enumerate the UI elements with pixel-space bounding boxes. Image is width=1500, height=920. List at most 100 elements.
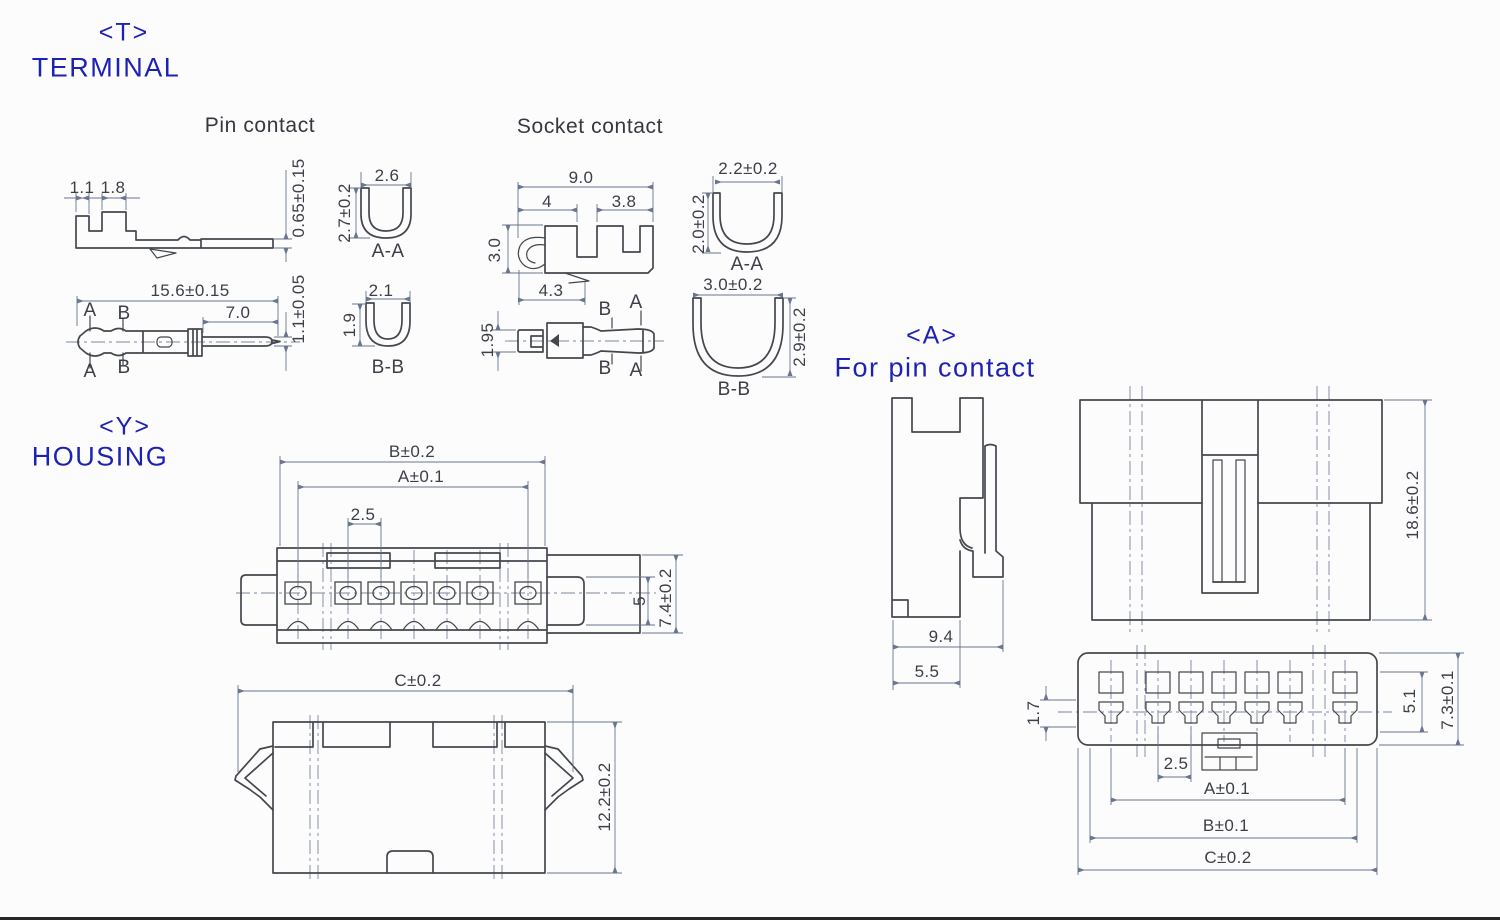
pin-housing-rear-bar: [1235, 459, 1246, 583]
socket-contact-sections: [692, 176, 796, 378]
sheet-bottom-edge: [0, 917, 1500, 920]
section-letter-a: A: [83, 361, 97, 382]
dim-socket-overall: 9.0: [568, 168, 594, 187]
housing-section-tag: <Y>: [99, 412, 151, 441]
housing-section-title: HOUSING: [31, 441, 169, 472]
dim-pin-overall-length: 15.6±0.15: [150, 281, 230, 300]
dim-socket-bottom: 4.3: [538, 281, 564, 300]
pin-housing-rear-slot: [1201, 399, 1259, 594]
dim-front-edge-offset: 1.7: [1024, 700, 1043, 726]
dim-socket-front: 4: [542, 192, 552, 211]
pin-housing-front-latch: [1201, 732, 1258, 771]
dim-front-pitch: 2.5: [1163, 754, 1189, 773]
dim-pin-blade-thickness: 0.65±0.15: [289, 158, 308, 238]
housing-bottom-ext: [237, 685, 622, 874]
pin-housing-rear-ext: [1372, 399, 1432, 621]
dim-socket-bb-width: 3.0±0.2: [703, 275, 763, 294]
pin-housing-front-top-cavities: [1098, 671, 1358, 694]
housing-bottom-left-latch: [234, 745, 274, 811]
dim-pin-bb-height: 1.9: [340, 312, 359, 338]
section-letter-a: A: [83, 300, 97, 321]
socket-contact-title: Socket contact: [516, 115, 664, 138]
terminal-section-tag: <T>: [98, 18, 150, 47]
dim-housing-inner-height: 5: [630, 596, 649, 606]
pin-top-ext-lines: [76, 296, 292, 347]
pin-housing-side-ext: [892, 580, 1004, 690]
section-letter-b: B: [598, 358, 612, 379]
pin-housing-rear-bar: [1212, 459, 1223, 583]
socket-section-aa-ext: [702, 176, 783, 254]
section-letter-b: B: [117, 303, 131, 324]
dim-socket-bb-height: 2.9±0.2: [790, 307, 809, 367]
dim-housing-b: B±0.2: [388, 442, 436, 461]
pin-housing-front-breaks: [1136, 645, 1326, 757]
dim-housing-c: C±0.2: [394, 671, 442, 690]
dim-front-c: C±0.2: [1204, 848, 1252, 867]
section-letter-b: B: [117, 357, 131, 378]
housing-bottom-view: [234, 685, 622, 880]
pin-side-ext-lines: [64, 193, 292, 249]
dim-socket-aa-height: 2.0±0.2: [689, 194, 708, 254]
dim-pin-width: 1.1±0.05: [289, 274, 308, 344]
socket-contact-side-view: [502, 182, 654, 305]
pin-housing-rear-outline: [1079, 399, 1383, 621]
section-label-bb: B-B: [717, 379, 751, 400]
housing-top-bumps: [286, 620, 540, 631]
dim-pin-tab1: 1.1: [69, 178, 95, 197]
terminal-section-title: TERMINAL: [31, 52, 181, 83]
pin-contact-side-view: [64, 170, 292, 262]
dim-socket-aa-width: 2.2±0.2: [718, 159, 778, 178]
housing-top-centerline: [236, 550, 656, 640]
pin-housing-section-tag: <A>: [906, 321, 958, 350]
section-letter-b: B: [598, 299, 612, 320]
pin-contact-sections: [348, 172, 412, 347]
dim-pin-length: 7.0: [225, 303, 251, 322]
socket-top-arrow-mark: [550, 334, 559, 347]
pin-section-bb-shape: [365, 302, 411, 347]
pin-housing-side-outline: [891, 397, 984, 618]
socket-top-ext: [491, 329, 516, 353]
socket-contact-top-view: [491, 310, 664, 372]
pin-housing-front-view: [1040, 645, 1464, 875]
dim-pin-aa-width: 2.6: [374, 166, 400, 185]
pin-side-lance: [149, 248, 177, 259]
dim-socket-height: 3.0: [485, 237, 504, 263]
dim-housing-pitch: 2.5: [350, 505, 376, 524]
pin-housing-section-title: For pin contact: [834, 352, 1036, 383]
dim-socket-tip-width: 1.95: [478, 322, 497, 358]
dim-pin-aa-height: 2.7±0.2: [335, 183, 354, 243]
dim-housing-outer-height: 7.4±0.2: [656, 568, 675, 628]
pin-side-profile: [75, 211, 274, 249]
housing-bottom-break-lines: [309, 715, 503, 880]
housing-top-break-lines: [322, 543, 509, 650]
dim-front-height: 7.3±0.1: [1438, 670, 1457, 730]
dim-front-cavity-span: 5.1: [1400, 688, 1419, 714]
housing-top-ext: [279, 456, 683, 634]
dim-pin-housing-height: 18.6±0.2: [1403, 470, 1422, 540]
dim-front-a: A±0.1: [1203, 779, 1251, 798]
pin-top-body: [77, 327, 281, 357]
section-letter-a: A: [629, 292, 643, 313]
pin-top-section-marks: [89, 315, 124, 369]
dim-housing-a: A±0.1: [397, 467, 445, 486]
socket-side-spring: [517, 236, 546, 270]
dim-housing-height: 12.2±0.2: [595, 762, 614, 832]
dim-pin-bb-width: 2.1: [368, 281, 394, 300]
housing-bottom-right-latch: [544, 745, 584, 811]
pin-housing-front-outline: [1077, 652, 1378, 746]
dim-socket-rear: 3.8: [611, 192, 637, 211]
socket-section-bb-shape: [692, 297, 784, 377]
pin-housing-rear-breaks: [1129, 386, 1330, 634]
pin-contact-title: Pin contact: [204, 114, 316, 137]
housing-top-right-end: [546, 554, 641, 634]
pin-housing-side-arm: [959, 443, 1004, 578]
pin-housing-side-view: [891, 397, 1004, 690]
housing-top-view: [236, 456, 683, 650]
housing-bottom-center-latch: [386, 850, 434, 874]
pin-housing-rear-view: [1079, 386, 1432, 634]
socket-section-aa-shape: [712, 192, 783, 253]
pin-housing-front-bottom-cavities: [1098, 701, 1358, 724]
section-label-aa: A-A: [371, 241, 405, 262]
